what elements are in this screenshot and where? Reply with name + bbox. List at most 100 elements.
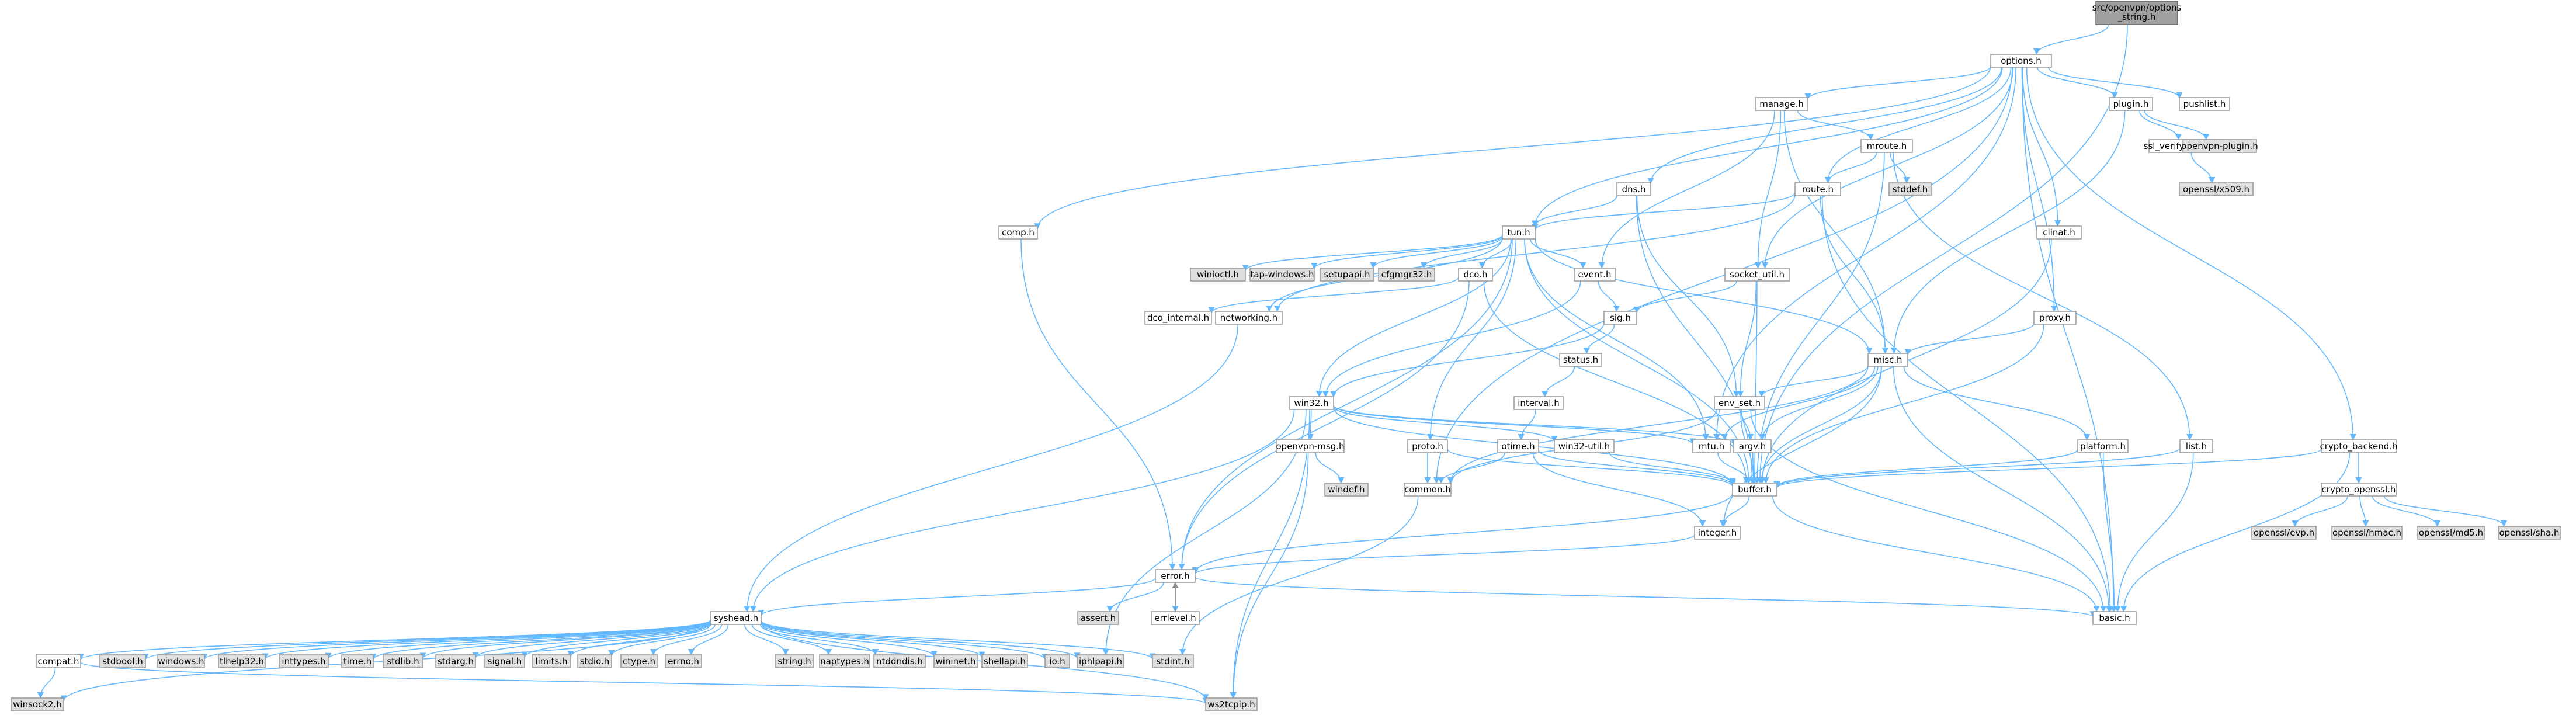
node-networking[interactable]: networking.h <box>1215 311 1283 325</box>
node-common[interactable]: common.h <box>1404 483 1452 497</box>
node-tun[interactable]: tun.h <box>1502 225 1536 240</box>
node-box-openvpn_msg <box>1276 439 1345 453</box>
node-openvpn_msg[interactable]: openvpn-msg.h <box>1276 439 1345 453</box>
node-win32_util[interactable]: win32-util.h <box>1554 439 1615 453</box>
node-misc[interactable]: misc.h <box>1867 353 1908 367</box>
node-label-proto: proto.h <box>1412 441 1443 452</box>
node-tap_windows[interactable]: tap-windows.h <box>1249 268 1315 282</box>
node-crypto_openssl[interactable]: crypto_openssl.h <box>2321 483 2397 497</box>
node-openvpn_plugin[interactable]: openvpn-plugin.h <box>2181 139 2258 153</box>
node-ntddndis[interactable]: ntddndis.h <box>873 654 926 668</box>
node-stdbool[interactable]: stdbool.h <box>99 654 146 668</box>
node-dco[interactable]: dco.h <box>1458 268 1493 282</box>
node-errlevel[interactable]: errlevel.h <box>1151 611 1200 625</box>
edge-dco-to-error <box>1178 280 1470 571</box>
node-buffer[interactable]: buffer.h <box>1732 483 1777 497</box>
node-box-networking <box>1215 311 1283 325</box>
node-openssl_md5[interactable]: openssl/md5.h <box>2417 526 2485 540</box>
node-argv[interactable]: argv.h <box>1733 439 1772 453</box>
node-wininet[interactable]: wininet.h <box>933 654 978 668</box>
edge-dns-to-tun <box>1532 195 1617 227</box>
node-stdio[interactable]: stdio.h <box>577 654 612 668</box>
edge-dns-to-buffer <box>1636 195 1756 484</box>
node-integer[interactable]: integer.h <box>1694 526 1741 540</box>
node-proxy[interactable]: proxy.h <box>2033 311 2077 325</box>
node-list[interactable]: list.h <box>2179 439 2213 453</box>
node-env_set[interactable]: env_set.h <box>1714 396 1765 410</box>
node-clinat[interactable]: clinat.h <box>2036 225 2082 240</box>
node-box-io <box>1044 654 1070 668</box>
node-pushlist[interactable]: pushlist.h <box>2179 97 2230 111</box>
node-limits[interactable]: limits.h <box>532 654 571 668</box>
node-plugin[interactable]: plugin.h <box>2109 97 2153 111</box>
node-windows[interactable]: windows.h <box>157 654 205 668</box>
node-status[interactable]: status.h <box>1559 353 1602 367</box>
node-options[interactable]: options.h <box>1990 54 2052 68</box>
node-stdarg[interactable]: stdarg.h <box>435 654 476 668</box>
edge-win32-to-syshead <box>749 409 1295 613</box>
node-compat[interactable]: compat.h <box>36 654 81 668</box>
node-winioctl[interactable]: winioctl.h <box>1190 268 1246 282</box>
node-label-openssl_sha: openssl/sha.h <box>2499 527 2559 538</box>
edge-platform-to-buffer <box>1773 449 2078 488</box>
node-openssl_hmac[interactable]: openssl/hmac.h <box>2331 526 2403 540</box>
node-label-syshead: syshead.h <box>714 613 758 623</box>
node-event[interactable]: event.h <box>1574 268 1616 282</box>
node-io[interactable]: io.h <box>1044 654 1070 668</box>
node-basic[interactable]: basic.h <box>2092 611 2137 625</box>
node-crypto_backend[interactable]: crypto_backend.h <box>2320 439 2398 453</box>
node-mroute[interactable]: mroute.h <box>1860 139 1913 153</box>
node-root[interactable]: src/openvpn/options_string.h <box>2092 1 2182 25</box>
node-time[interactable]: time.h <box>341 654 374 668</box>
node-dco_internal[interactable]: dco_internal.h <box>1144 311 1212 325</box>
node-box-tlhelp32 <box>218 654 266 668</box>
node-win32[interactable]: win32.h <box>1289 396 1334 410</box>
node-stdlib[interactable]: stdlib.h <box>383 654 423 668</box>
node-inttypes[interactable]: inttypes.h <box>279 654 329 668</box>
node-comp[interactable]: comp.h <box>998 225 1038 240</box>
node-interval[interactable]: interval.h <box>1513 396 1564 410</box>
edge-integer-to-error <box>1192 534 1695 575</box>
node-dns[interactable]: dns.h <box>1616 182 1651 196</box>
node-label-socket_util: socket_util.h <box>1730 269 1785 280</box>
node-shellapi[interactable]: shellapi.h <box>981 654 1028 668</box>
edge-tun-to-misc <box>1535 238 1873 355</box>
nodes-layer: src/openvpn/options_string.h options.h man… <box>11 1 2561 711</box>
node-openssl_x509[interactable]: openssl/x509.h <box>2179 182 2254 196</box>
node-mtu[interactable]: mtu.h <box>1692 439 1731 453</box>
node-route[interactable]: route.h <box>1794 182 1841 196</box>
node-stdint[interactable]: stdint.h <box>1152 654 1194 668</box>
node-string[interactable]: string.h <box>775 654 814 668</box>
node-proto[interactable]: proto.h <box>1407 439 1448 453</box>
node-ws2tcpip[interactable]: ws2tcpip.h <box>1205 697 1258 711</box>
node-naptypes[interactable]: naptypes.h <box>819 654 870 668</box>
node-iphlpapi[interactable]: iphlpapi.h <box>1077 654 1124 668</box>
node-socket_util[interactable]: socket_util.h <box>1724 268 1790 282</box>
node-assert[interactable]: assert.h <box>1077 611 1119 625</box>
node-ctype[interactable]: ctype.h <box>620 654 658 668</box>
node-box-comp <box>998 225 1038 240</box>
edge-openvpn_msg-to-windef <box>1315 452 1345 484</box>
node-winsock2[interactable]: winsock2.h <box>11 697 64 711</box>
node-syshead[interactable]: syshead.h <box>710 611 762 625</box>
node-error[interactable]: error.h <box>1155 569 1196 583</box>
node-box-basic <box>2092 611 2137 625</box>
node-signal[interactable]: signal.h <box>484 654 525 668</box>
node-platform[interactable]: platform.h <box>2077 439 2129 453</box>
edge-env_set-to-argv <box>1741 409 1754 441</box>
node-tlhelp32[interactable]: tlhelp32.h <box>218 654 266 668</box>
node-errno[interactable]: errno.h <box>665 654 702 668</box>
node-openssl_evp[interactable]: openssl/evp.h <box>2251 526 2317 540</box>
edge-crypto_backend-to-buffer <box>1773 448 2322 489</box>
node-setupapi[interactable]: setupapi.h <box>1320 268 1374 282</box>
node-openssl_sha[interactable]: openssl/sha.h <box>2498 526 2561 540</box>
edge-win32-to-mtu <box>1333 405 1696 445</box>
node-otime[interactable]: otime.h <box>1497 439 1539 453</box>
node-manage[interactable]: manage.h <box>1755 97 1808 111</box>
node-box-stddef <box>1888 182 1932 196</box>
node-windef[interactable]: windef.h <box>1324 483 1369 497</box>
edge-error-to-basic <box>1195 576 2096 618</box>
node-cfgmgr32[interactable]: cfgmgr32.h <box>1378 268 1435 282</box>
node-stddef[interactable]: stddef.h <box>1888 182 1932 196</box>
node-sig[interactable]: sig.h <box>1603 311 1637 325</box>
